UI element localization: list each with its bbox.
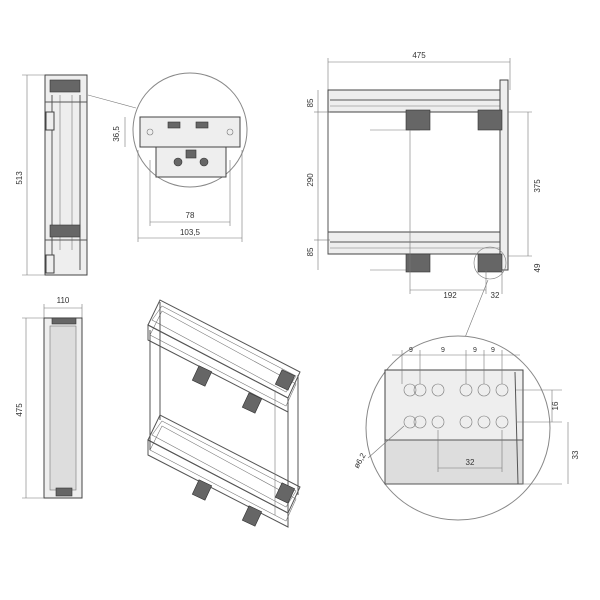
dim-side-mid: 290 <box>306 173 315 187</box>
dim-side-right-bottom: 49 <box>533 263 542 272</box>
detail-a: 36,5 78 103,5 <box>112 72 248 242</box>
dim-hole-diameter: ø6,2 <box>352 451 368 470</box>
dim-detail-a-outer: 103,5 <box>180 228 201 237</box>
dim-hole-spacing: 32 <box>466 458 475 467</box>
dim-pitch-1: 9 <box>409 347 413 354</box>
dim-pitch-4: 9 <box>491 347 495 354</box>
dim-pitch-3: 9 <box>473 347 477 354</box>
dim-detail-b-height-large: 33 <box>571 450 580 459</box>
dim-side-bottom-right: 32 <box>491 291 500 300</box>
side-bracket-top-right <box>477 109 503 131</box>
dim-side-right-height: 375 <box>533 179 542 193</box>
isometric-basket <box>147 299 301 528</box>
dim-side-upper: 85 <box>306 98 315 107</box>
dim-plan-width: 110 <box>57 296 70 305</box>
dim-pitch-2: 9 <box>441 347 445 354</box>
detail-b: 9 9 9 9 32 ø6,2 16 33 <box>352 335 580 521</box>
dim-detail-b-height-small: 16 <box>551 401 560 410</box>
dim-side-lower: 85 <box>306 247 315 256</box>
dim-detail-a-height: 36,5 <box>112 126 121 142</box>
front-view: 513 <box>15 74 137 276</box>
side-view: 475 85 290 85 375 49 192 <box>306 51 542 351</box>
side-bracket-top-left <box>405 109 431 131</box>
plan-view: 110 475 <box>15 296 83 499</box>
front-bottom-bracket <box>49 224 81 238</box>
dim-detail-a-inner: 78 <box>186 211 195 220</box>
dim-top-width: 475 <box>412 51 426 60</box>
dim-side-bottom-left: 192 <box>443 291 457 300</box>
dim-front-height: 513 <box>15 171 24 185</box>
side-bracket-bottom-right <box>477 253 503 273</box>
dim-plan-depth: 475 <box>15 403 24 417</box>
front-top-bracket <box>49 79 81 93</box>
side-bracket-bottom-left <box>405 253 431 273</box>
